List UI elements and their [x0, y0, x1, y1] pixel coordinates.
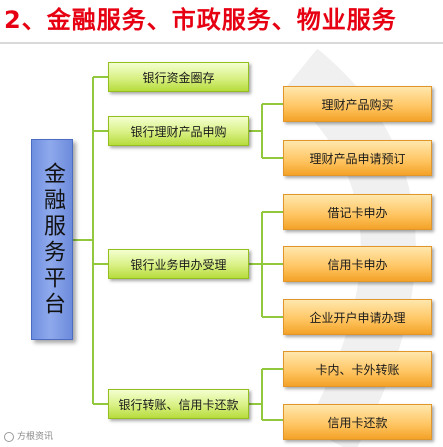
- node-credit-card-application: 信用卡申办: [283, 246, 432, 282]
- watermark: 方根资讯: [4, 429, 53, 445]
- node-bank-fund-transfer: 银行资金圈存: [108, 62, 249, 92]
- watermark-logo-icon: [4, 432, 14, 442]
- node-wealth-product-subscription: 银行理财产品申购: [108, 116, 249, 146]
- node-debit-card-application: 借记卡申办: [283, 194, 432, 230]
- financial-service-platform-box: 金融服务平台: [31, 139, 73, 340]
- node-credit-card-repayment: 信用卡还款: [283, 404, 432, 440]
- platform-label: 金融服务平台: [40, 161, 65, 318]
- title-divider: [0, 42, 443, 44]
- node-wealth-product-reservation: 理财产品申请预订: [283, 140, 432, 176]
- node-bank-business-application: 银行业务申办受理: [108, 249, 249, 279]
- node-transfer-credit-repayment: 银行转账、信用卡还款: [108, 389, 249, 419]
- node-card-transfer: 卡内、卡外转账: [283, 351, 432, 387]
- node-corporate-account-opening: 企业开户申请办理: [283, 299, 432, 335]
- page-title: 2、金融服务、市政服务、物业服务: [4, 6, 397, 34]
- node-wealth-product-purchase: 理财产品购买: [283, 86, 432, 122]
- watermark-text: 方根资讯: [17, 432, 54, 442]
